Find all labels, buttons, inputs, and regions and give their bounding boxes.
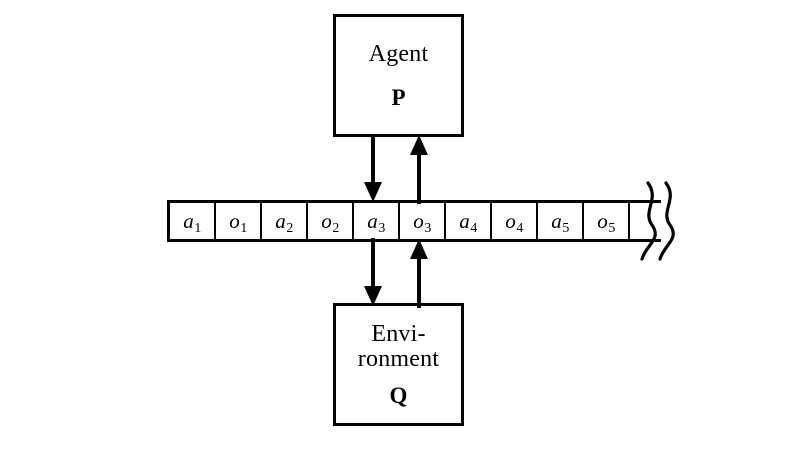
tape-cell-label: o1	[229, 208, 248, 235]
environment-title: Envi- ronment	[357, 320, 440, 372]
tape-cell: a3	[354, 203, 400, 239]
tape-cell-label: o5	[597, 208, 616, 235]
tape-cell-label: o3	[413, 208, 432, 235]
tape-cell: o5	[584, 203, 630, 239]
tape-cell: a5	[538, 203, 584, 239]
tape-cell: a2	[262, 203, 308, 239]
tape-cell: o4	[492, 203, 538, 239]
tape-cell: o3	[400, 203, 446, 239]
arrow-agent-reads-observation	[410, 135, 428, 204]
tape-cell-label: a2	[275, 208, 294, 235]
tape-cell: a1	[170, 203, 216, 239]
agent-node: Agent P	[333, 14, 464, 137]
arrow-environment-writes-observation	[410, 239, 428, 308]
tape-cell-empty	[630, 203, 656, 239]
environment-node: Envi- ronment Q	[333, 303, 464, 426]
interaction-tape: a1 o1 a2 o2 a3 o3 a4 o4 a5 o5	[167, 200, 656, 242]
tape-cell-label: a4	[459, 208, 478, 235]
tape-break-icon	[640, 181, 675, 261]
agent-symbol: P	[391, 84, 406, 110]
agent-title: Agent	[368, 41, 429, 68]
tape-cell-label: a5	[551, 208, 570, 235]
tape-cell-label: a3	[367, 208, 386, 235]
tape-cell-label: o4	[505, 208, 524, 235]
tape-cell: a4	[446, 203, 492, 239]
environment-symbol: Q	[389, 383, 408, 409]
tape-cell-label: a1	[183, 208, 202, 235]
arrow-environment-reads-action	[364, 238, 382, 306]
arrow-agent-writes-action	[364, 134, 382, 202]
tape-cell-label: o2	[321, 208, 340, 235]
tape-cell: o2	[308, 203, 354, 239]
tape-cell: o1	[216, 203, 262, 239]
